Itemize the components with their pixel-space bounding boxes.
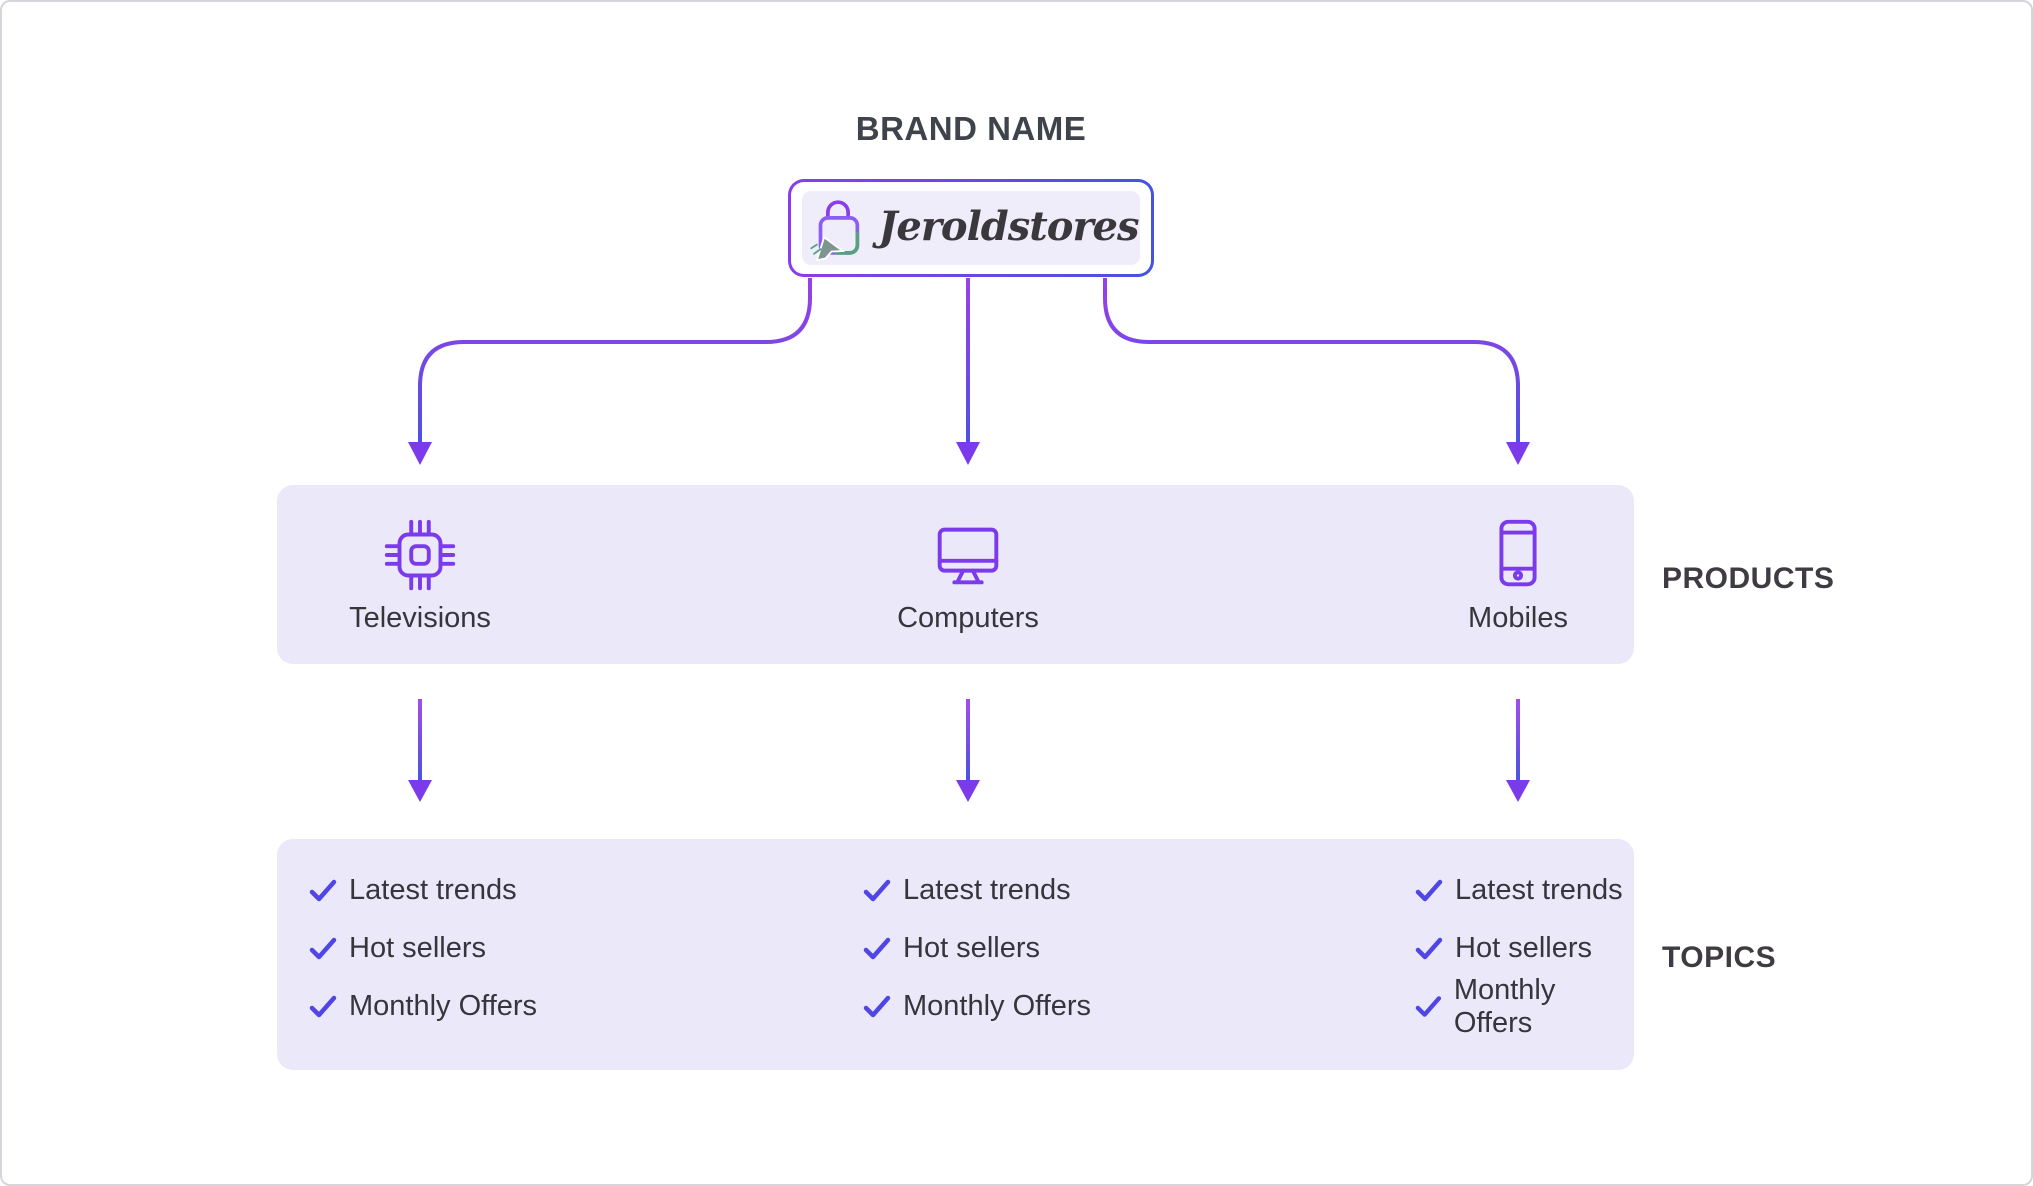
topic-item: Latest trends xyxy=(309,873,537,908)
topic-item: Hot sellers xyxy=(863,931,1091,966)
topic-item: Monthly Offers xyxy=(309,989,537,1024)
topics-band: Latest trends Hot sellers Monthly Offers xyxy=(277,839,1634,1070)
topics-column-computers: Latest trends Hot sellers Monthly Offers xyxy=(863,873,1091,1024)
tablet-icon xyxy=(1499,519,1537,587)
topic-item: Hot sellers xyxy=(309,931,537,966)
check-icon xyxy=(863,995,891,1018)
chip-icon xyxy=(384,519,456,591)
check-icon xyxy=(309,937,337,960)
products-band: Televisions Computers Mobiles xyxy=(277,485,1634,664)
arrowheads-topics xyxy=(408,780,1530,802)
product-label: Computers xyxy=(897,602,1039,634)
products-to-topics-connectors xyxy=(418,699,1520,780)
product-computers: Computers xyxy=(818,485,1118,664)
topic-item: Hot sellers xyxy=(1415,931,1634,966)
brand-node: Jeroldstores xyxy=(788,179,1154,277)
check-icon xyxy=(1415,937,1443,960)
topics-section-label: TOPICS xyxy=(1662,941,1777,974)
topics-column-mobiles: Latest trends Hot sellers Monthly Offers xyxy=(1415,873,1634,1039)
check-icon xyxy=(863,937,891,960)
check-icon xyxy=(863,879,891,902)
product-label: Mobiles xyxy=(1468,602,1568,634)
monitor-icon xyxy=(937,527,999,585)
product-mobiles: Mobiles xyxy=(1368,485,1668,664)
product-televisions: Televisions xyxy=(270,485,570,664)
check-icon xyxy=(309,995,337,1018)
topic-item: Monthly Offers xyxy=(1415,974,1634,1039)
check-icon xyxy=(1415,879,1443,902)
check-icon xyxy=(309,879,337,902)
arrowheads-products xyxy=(408,442,1530,465)
topic-item: Latest trends xyxy=(863,873,1091,908)
products-section-label: PRODUCTS xyxy=(1662,562,1835,595)
brand-logo-text: Jeroldstores xyxy=(878,202,1139,250)
brand-to-products-connectors xyxy=(418,278,1520,442)
page-title: BRAND NAME xyxy=(855,110,1087,147)
shopping-bag-cursor-icon xyxy=(810,200,860,262)
check-icon xyxy=(1415,996,1442,1017)
topics-column-televisions: Latest trends Hot sellers Monthly Offers xyxy=(309,873,537,1024)
product-label: Televisions xyxy=(349,602,491,634)
topic-item: Monthly Offers xyxy=(863,989,1091,1024)
topic-item: Latest trends xyxy=(1415,873,1634,908)
